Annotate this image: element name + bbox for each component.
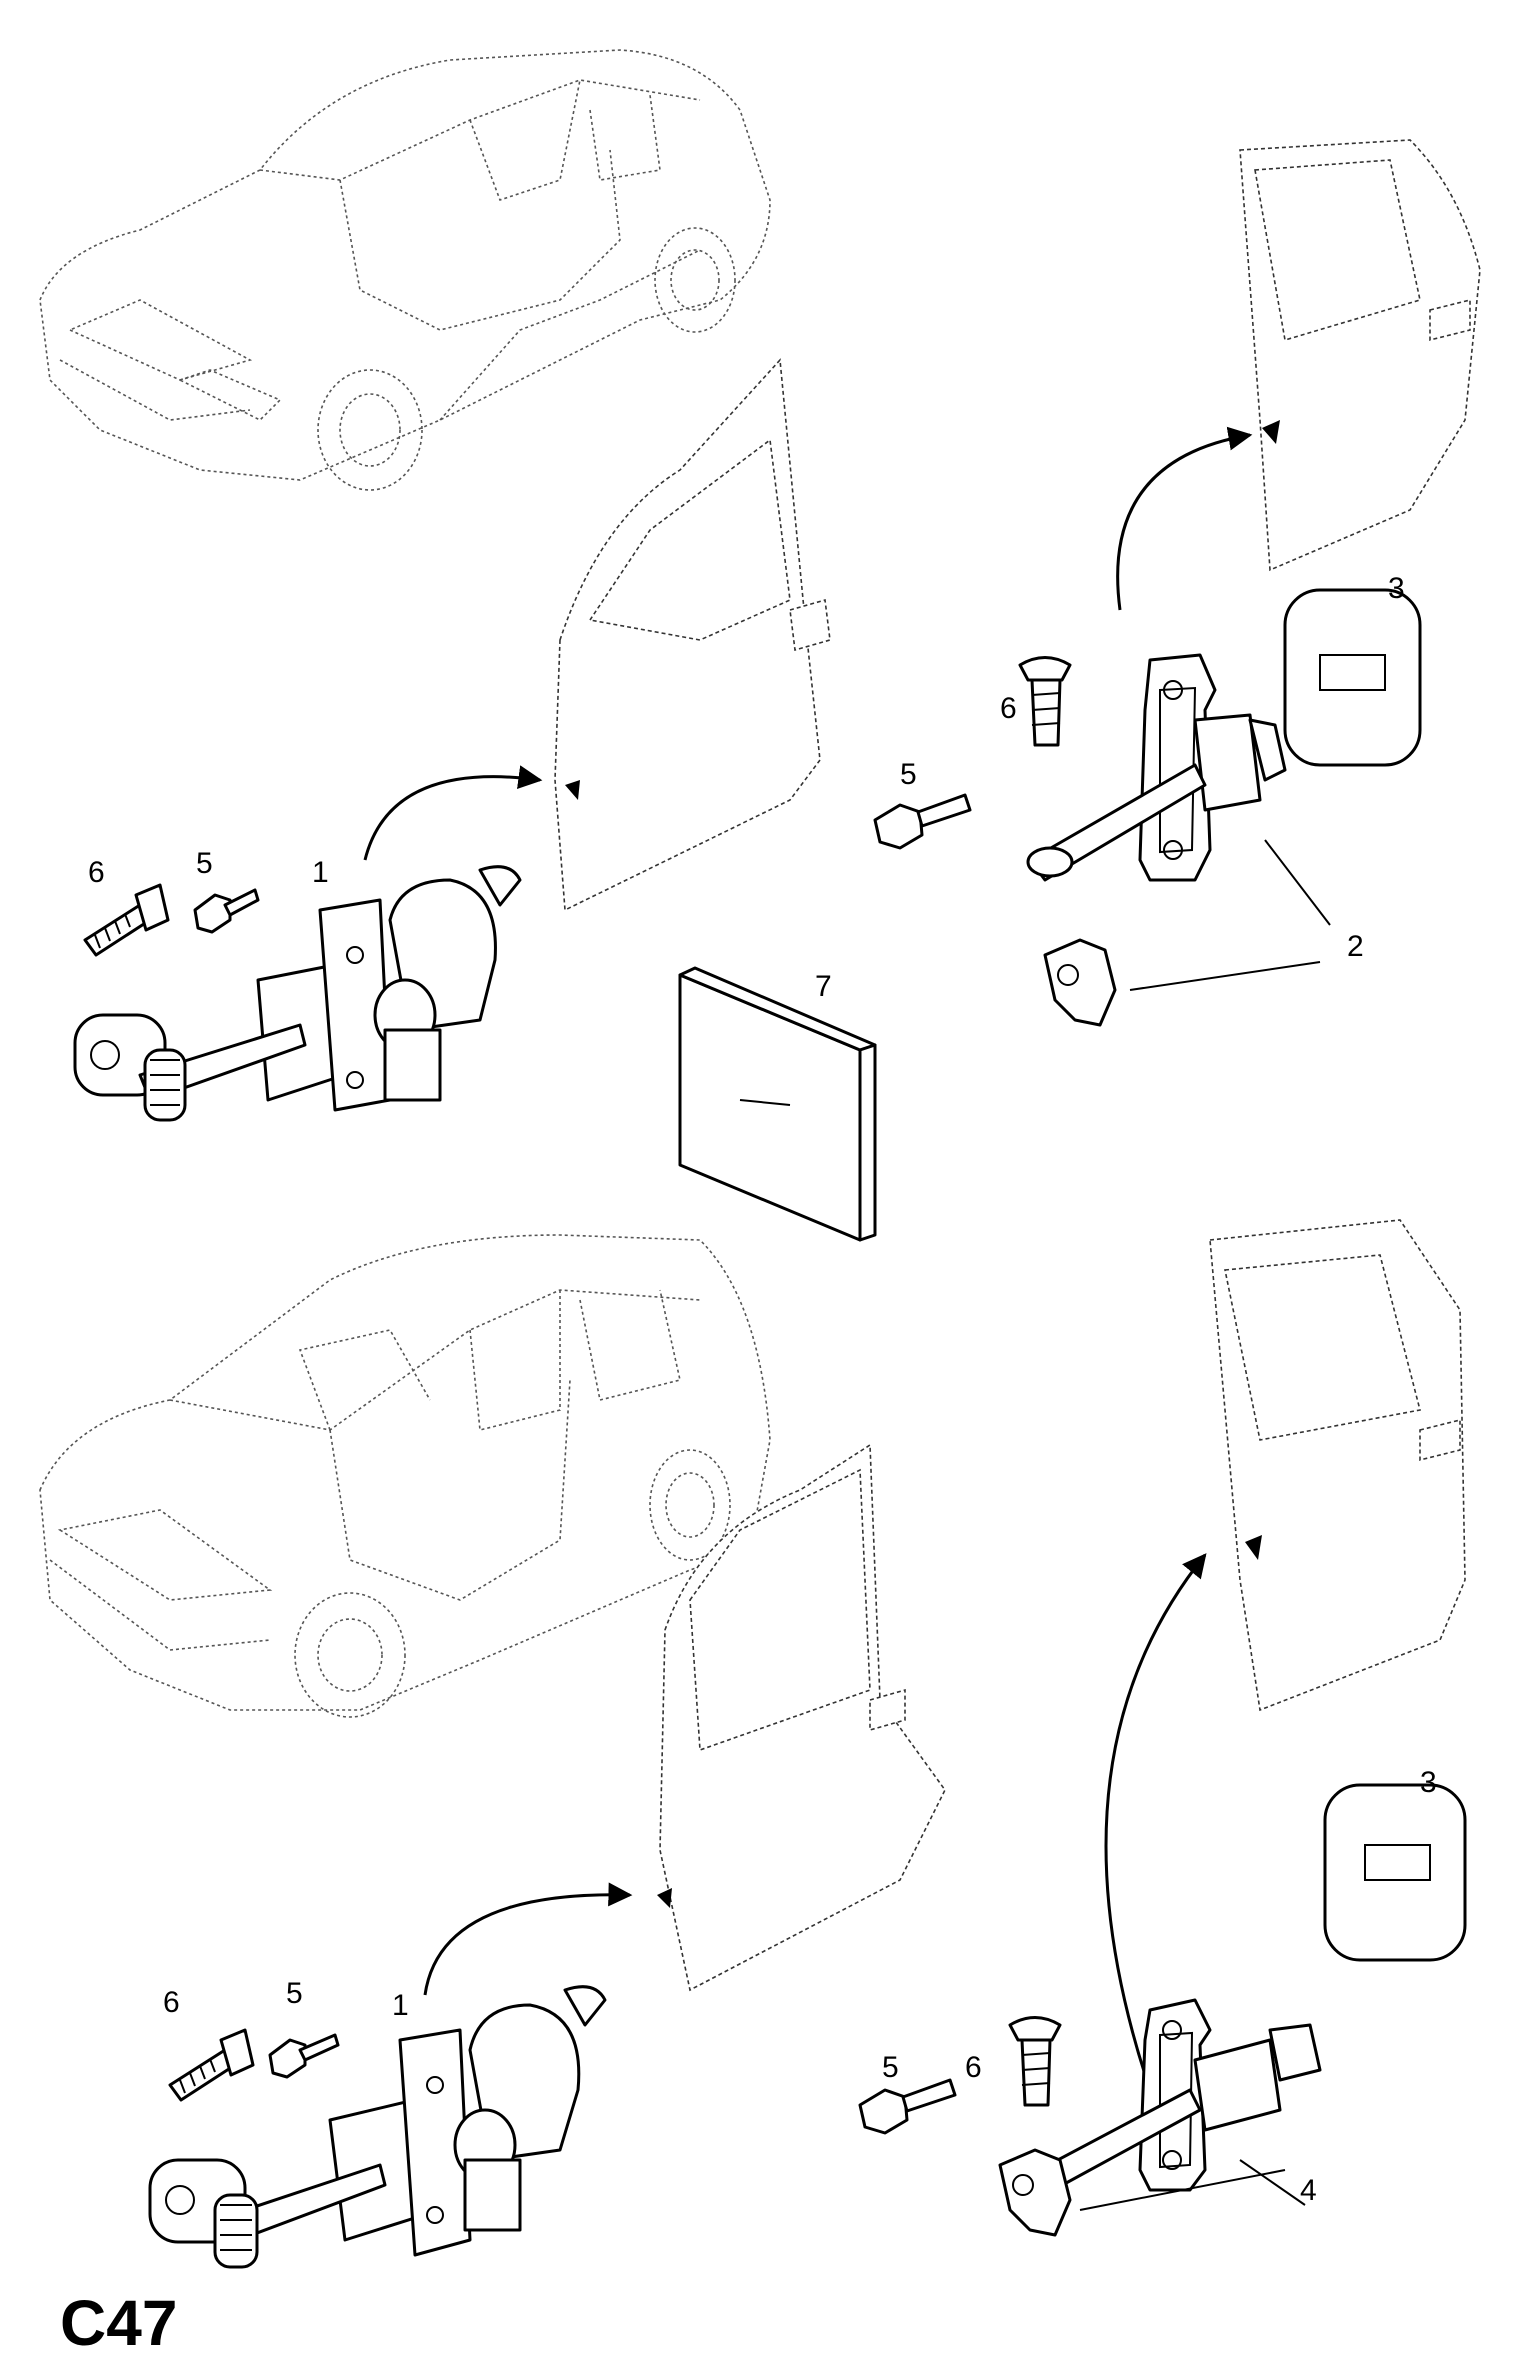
callout-1-top: 1 <box>312 856 329 889</box>
bracket-2-top <box>1043 938 1117 1027</box>
arrow-to-front-door-bottom <box>423 1882 633 1996</box>
callout-6-bottom-left: 6 <box>163 1986 180 2019</box>
bolt-6-bottom-right <box>1008 2016 1062 2107</box>
callout-7: 7 <box>815 970 832 1003</box>
sedan-car-illustration <box>39 49 771 491</box>
callout-2-top: 2 <box>1347 930 1364 963</box>
front-door-sedan <box>554 358 831 912</box>
callout-5-bottom-right: 5 <box>882 2051 899 2084</box>
bracket-4-bottom <box>998 2148 1072 2237</box>
leader-2-b <box>1129 961 1321 991</box>
door-check-strap-rear-top <box>1026 653 1287 882</box>
bolt-6-top-right <box>1018 656 1072 747</box>
callout-6-top-left: 6 <box>88 856 105 889</box>
rear-door-sedan <box>1239 139 1481 572</box>
callout-3-top: 3 <box>1388 572 1405 605</box>
door-check-strap-front-top <box>73 865 522 1122</box>
bolt-6-top-left <box>83 883 170 957</box>
leader-4-b <box>1079 2169 1286 2211</box>
leader-4-a <box>1239 2159 1306 2206</box>
callout-6-bottom-right: 6 <box>965 2051 982 2084</box>
page-code: C47 <box>60 2287 177 2359</box>
bolt-5-top-left <box>193 888 260 934</box>
rear-door-mpv <box>1209 1219 1466 1712</box>
callout-5-top-left: 5 <box>196 847 213 880</box>
callout-1-bottom: 1 <box>392 1989 409 2022</box>
door-check-strap-front-bottom <box>148 1985 607 2269</box>
gasket-7 <box>678 966 877 1242</box>
callout-5-top-right: 5 <box>900 758 917 791</box>
bolt-6-bottom-left <box>168 2028 255 2102</box>
callout-4-bottom: 4 <box>1300 2174 1317 2207</box>
bolt-5-top-right <box>873 793 972 850</box>
front-door-mpv <box>657 1443 946 1992</box>
callout-3-bottom: 3 <box>1420 1766 1437 1799</box>
rubber-cap-3-bottom <box>1323 1783 1467 1962</box>
arrow-to-rear-door-bottom <box>1104 1553 1207 2091</box>
arrow-to-rear-door-top <box>1116 426 1253 611</box>
arrow-to-front-door-top <box>363 765 543 861</box>
leader-2-a <box>1264 839 1331 926</box>
bolt-5-bottom-left <box>268 2033 340 2079</box>
bolt-5-bottom-right <box>858 2078 957 2135</box>
callout-6-top-right: 6 <box>1000 692 1017 725</box>
door-check-strap-rear-bottom <box>1016 1998 1322 2202</box>
callout-5-bottom-left: 5 <box>286 1977 303 2010</box>
mpv-car-illustration <box>39 1234 771 1718</box>
rubber-cap-3-top <box>1283 588 1422 767</box>
